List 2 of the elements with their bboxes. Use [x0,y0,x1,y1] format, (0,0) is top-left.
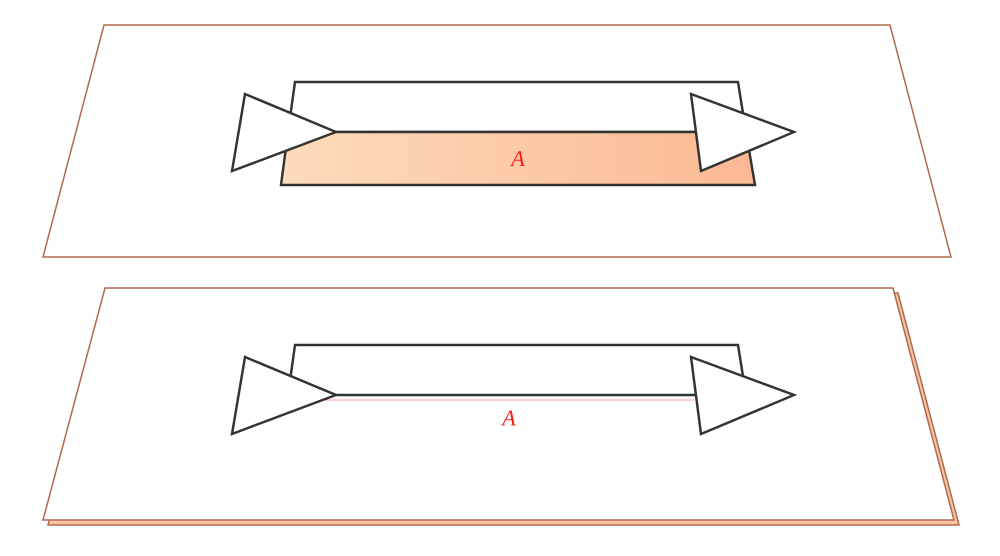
letter-label: A [501,410,516,426]
shaded-band: A [280,130,756,186]
